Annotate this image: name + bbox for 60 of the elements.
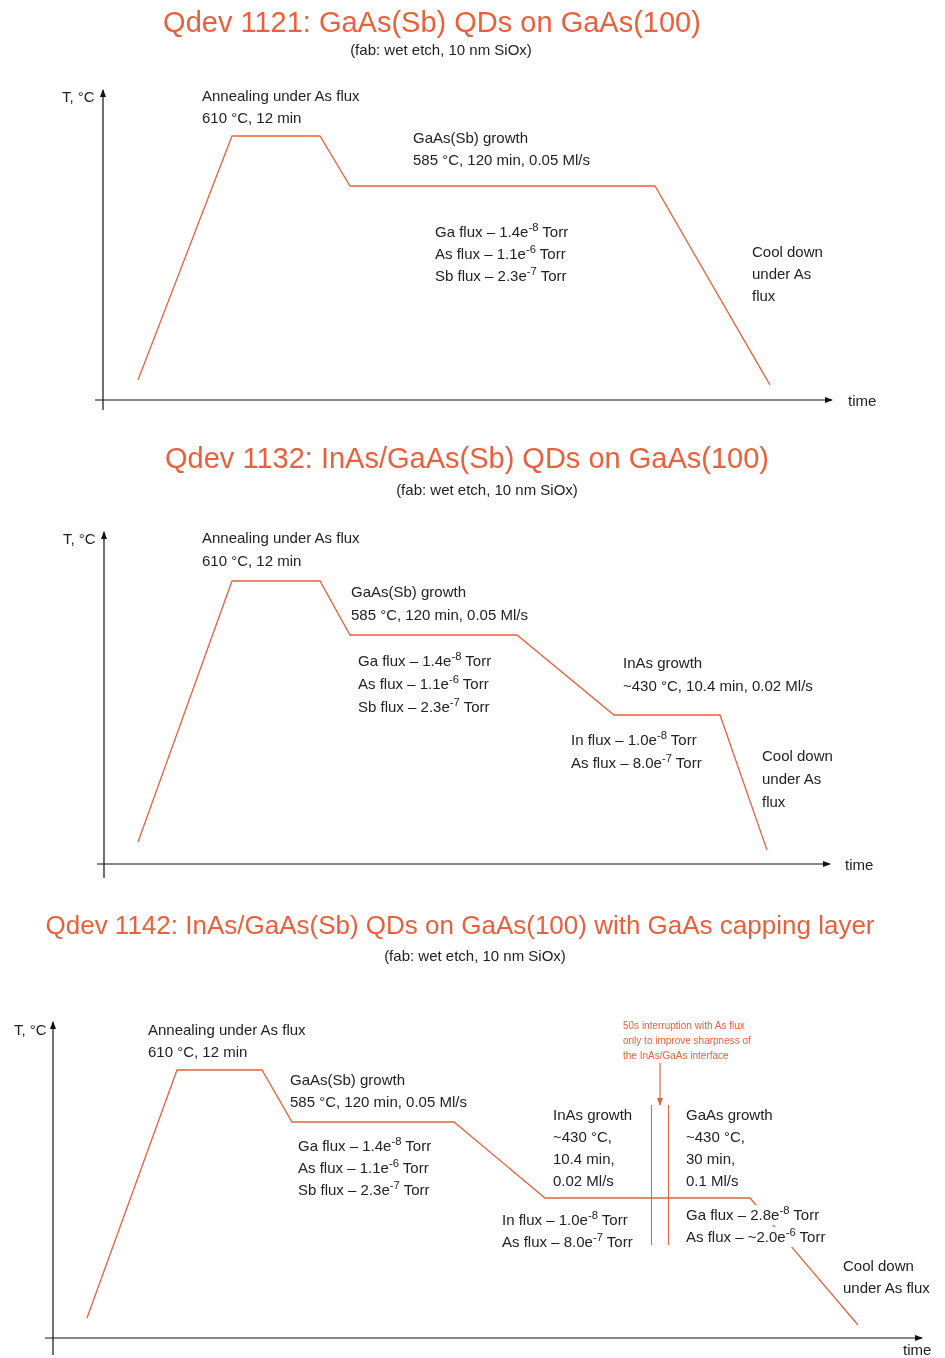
annotation-text: under As [762, 769, 822, 789]
annotation-text: T, °C [62, 87, 95, 107]
annotation-text: As flux – 1.1e$^{-6}$ Torr [298, 1157, 429, 1178]
annotation-text: 585 °C, 120 min, 0.05 Ml/s [413, 150, 590, 170]
annotation-text: Sb flux – 2.3e$^{-7}$ Torr [358, 696, 490, 717]
annotation-text: Ga flux – 1.4e$^{-8}$ Torr [298, 1135, 432, 1156]
annotation-text: As flux – 8.0e$^{-7}$ Torr [502, 1231, 633, 1252]
annotation-text: As flux – 8.0e$^{-7}$ Torr [571, 752, 702, 773]
annotation-text: Sb flux – 2.3e$^{-7}$ Torr [298, 1179, 430, 1200]
annotation-text: under As [752, 264, 812, 284]
annotation-text: flux [752, 286, 776, 306]
annotation-text: under As flux [843, 1278, 930, 1298]
subtitle: (fab: wet etch, 10 nm SiOx) [396, 480, 578, 500]
note-text: 50s interruption with As flux only to improve sharpness of the InAs/GaAs interface [623, 1018, 751, 1063]
annotation-text: time [903, 1340, 932, 1358]
chart-title: Qdev 1121: GaAs(Sb) QDs on GaAs(100) [163, 5, 701, 40]
annotation-text: GaAs(Sb) growth [351, 582, 467, 602]
annotation-text: Sb flux – 2.3e$^{-7}$ Torr [435, 265, 567, 286]
annotation-text: Ga flux – 1.4e$^{-8}$ Torr [358, 650, 492, 671]
annotation-text: ~430 °C, 10.4 min, 0.02 Ml/s [623, 676, 813, 696]
annotation-text: In flux – 1.0e$^{-8}$ Torr [502, 1209, 628, 1230]
annotation-text: InAs growth [623, 653, 703, 673]
subtitle: (fab: wet etch, 10 nm SiOx) [384, 946, 566, 966]
annotation-text: Cool down [752, 242, 823, 262]
annotation-text: As flux – 1.1e$^{-6}$ Torr [358, 673, 489, 694]
annotation-text: 610 °C, 12 min [202, 108, 302, 128]
annotation-text: 10.4 min, [553, 1149, 615, 1169]
interruption-band [651, 1105, 669, 1245]
subtitle: (fab: wet etch, 10 nm SiOx) [350, 40, 532, 60]
annotation-text: GaAs(Sb) growth [290, 1070, 406, 1090]
annotation-text: ~430 °C, [686, 1127, 745, 1147]
annotation-text: 585 °C, 120 min, 0.05 Ml/s [290, 1092, 467, 1112]
annotation-text: Cool down [843, 1256, 914, 1276]
annotation-text: 610 °C, 12 min [202, 551, 302, 571]
chart-title: Qdev 1132: InAs/GaAs(Sb) QDs on GaAs(100) [165, 441, 769, 476]
annotation-text: InAs growth [553, 1105, 633, 1125]
annotation-text: ~430 °C, [553, 1127, 612, 1147]
annotation-text: flux [762, 792, 786, 812]
annotation-text: time [845, 855, 874, 875]
annotation-text: 585 °C, 120 min, 0.05 Ml/s [351, 605, 528, 625]
annotation-text: As flux – 1.1e$^{-6}$ Torr [435, 243, 566, 264]
leader-arrow [657, 1062, 663, 1106]
annotation-text: 0.1 Ml/s [686, 1171, 739, 1191]
annotation-text: T, °C [63, 529, 96, 549]
chart-title: Qdev 1142: InAs/GaAs(Sb) QDs on GaAs(100) with GaAs capping layer [45, 909, 875, 942]
annotation-text: GaAs(Sb) growth [413, 128, 529, 148]
annotation-text: Ga flux – 2.8e$^{-8}$ Torr [686, 1205, 820, 1225]
annotation-text: Annealing under As flux [202, 528, 360, 548]
annotation-text: In flux – 1.0e$^{-8}$ Torr [571, 729, 697, 750]
annotation-text: 30 min, [686, 1149, 736, 1169]
annotation-text: Annealing under As flux [202, 86, 360, 106]
annotation-text: Annealing under As flux [148, 1020, 306, 1040]
annotation-text: Cool down [762, 746, 833, 766]
annotation-text: 0.02 Ml/s [553, 1171, 614, 1191]
annotation-text: T, °C [14, 1020, 47, 1040]
annotation-text: 610 °C, 12 min [148, 1042, 248, 1062]
annotation-text: As flux – ~2.0e$^{-6}$ Torr [686, 1227, 826, 1247]
annotation-text: time [848, 391, 877, 411]
annotation-text: Ga flux – 1.4e$^{-8}$ Torr [435, 221, 569, 242]
annotation-text: GaAs growth [686, 1105, 773, 1125]
